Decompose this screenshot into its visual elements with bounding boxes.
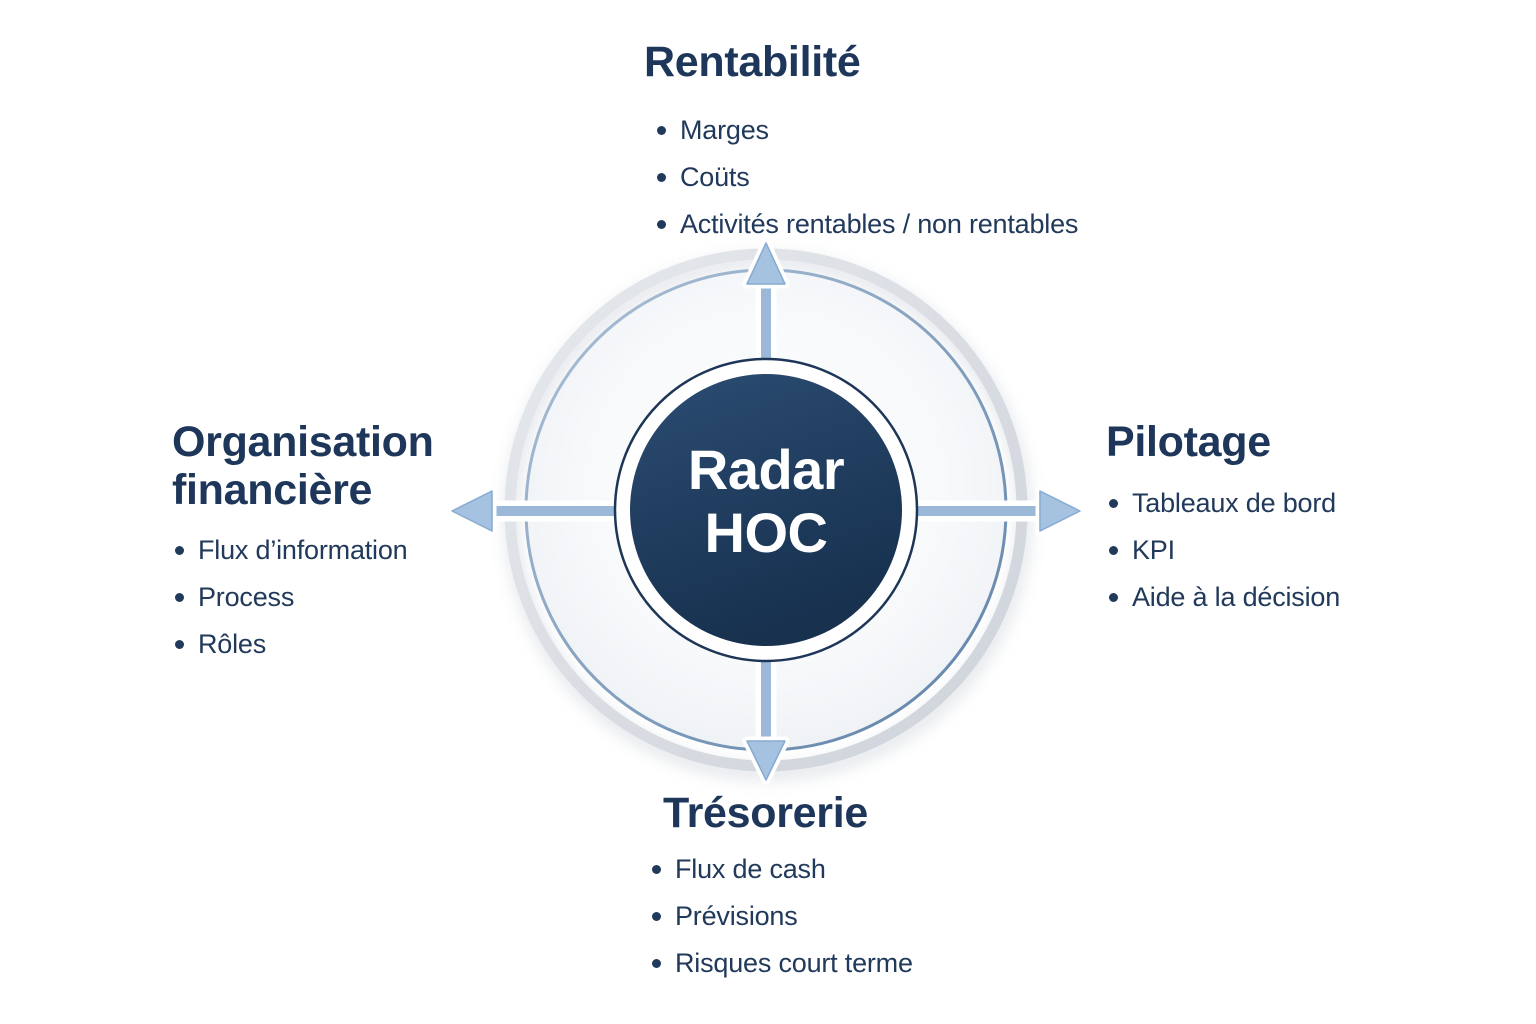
- list-item-label: Flux de cash: [675, 854, 826, 884]
- bullet-icon: [652, 912, 661, 921]
- bullet-icon: [657, 220, 666, 229]
- list-item: Rôles: [173, 621, 408, 668]
- section-list-rentabilite: Marges Coüts Activités rentables / non r…: [655, 107, 1078, 248]
- bullet-icon: [175, 593, 184, 602]
- list-item-label: Prévisions: [675, 901, 798, 931]
- arrow-down-icon: [746, 740, 786, 781]
- bullet-icon: [175, 640, 184, 649]
- section-list-organisation-financiere: Flux d’information Process Rôles: [173, 527, 408, 668]
- list-item: Activités rentables / non rentables: [655, 201, 1078, 248]
- arrow-heads: [451, 242, 1081, 781]
- bullet-icon: [1109, 546, 1118, 555]
- bullet-icon: [657, 173, 666, 182]
- bullet-icon: [175, 546, 184, 555]
- bullet-icon: [652, 865, 661, 874]
- list-item: KPI: [1107, 527, 1340, 574]
- arrow-right-icon: [1039, 490, 1081, 532]
- bullet-icon: [652, 959, 661, 968]
- list-item-label: Flux d’information: [198, 535, 408, 565]
- bullet-icon: [1109, 593, 1118, 602]
- list-item: Risques court terme: [650, 940, 913, 987]
- section-list-tresorerie: Flux de cash Prévisions Risques court te…: [650, 846, 913, 987]
- bullet-icon: [657, 126, 666, 135]
- list-item: Coüts: [655, 154, 1078, 201]
- list-item: Process: [173, 574, 408, 621]
- bullet-icon: [1109, 499, 1118, 508]
- center-label: Radar HOC: [626, 438, 906, 564]
- section-list-pilotage: Tableaux de bord KPI Aide à la décision: [1107, 480, 1340, 621]
- list-item-label: Rôles: [198, 629, 267, 659]
- center-label-line2: HOC: [704, 501, 828, 564]
- list-item-label: Coüts: [680, 162, 750, 192]
- list-item: Tableaux de bord: [1107, 480, 1340, 527]
- list-item-label: KPI: [1132, 535, 1175, 565]
- arrow-up-icon: [746, 242, 786, 285]
- list-item-label: Tableaux de bord: [1132, 488, 1336, 518]
- list-item-label: Risques court terme: [675, 948, 913, 978]
- list-item: Aide à la décision: [1107, 574, 1340, 621]
- center-label-line1: Radar: [687, 438, 845, 501]
- section-title-organisation-financiere: Organisation financière: [172, 418, 434, 514]
- section-title-pilotage: Pilotage: [1106, 418, 1271, 466]
- section-title-tresorerie: Trésorerie: [663, 789, 868, 837]
- arrow-stems: [496, 284, 1044, 749]
- center-circle: [630, 374, 902, 646]
- list-item: Flux d’information: [173, 527, 408, 574]
- list-item-label: Process: [198, 582, 295, 612]
- list-item-label: Activités rentables / non rentables: [680, 209, 1079, 239]
- arrow-left-icon: [451, 490, 493, 532]
- list-item: Prévisions: [650, 893, 913, 940]
- section-title-rentabilite: Rentabilité: [644, 38, 861, 86]
- list-item-label: Aide à la décision: [1132, 582, 1341, 612]
- list-item: Flux de cash: [650, 846, 913, 893]
- list-item: Marges: [655, 107, 1078, 154]
- list-item-label: Marges: [680, 115, 769, 145]
